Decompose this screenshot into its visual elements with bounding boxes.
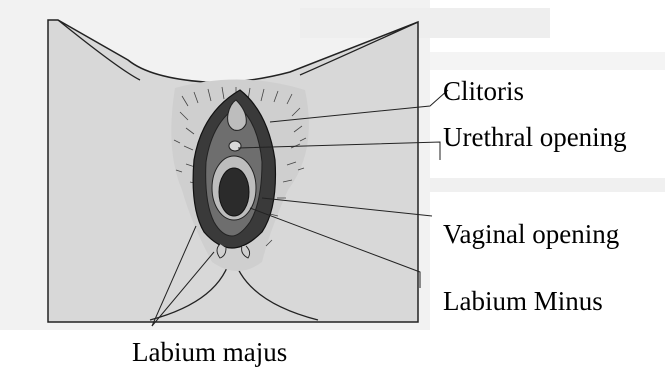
label-labium-minus: Labium Minus <box>443 288 603 315</box>
scan-artifact <box>430 178 665 192</box>
scan-artifact <box>430 52 665 70</box>
label-vaginal-opening: Vaginal opening <box>443 221 619 248</box>
vaginal-opening-shape <box>219 168 249 216</box>
label-labium-majus: Labium majus <box>132 339 287 366</box>
label-urethral-opening: Urethral opening <box>443 124 627 151</box>
label-clitoris: Clitoris <box>443 78 524 105</box>
scan-artifact <box>300 8 550 38</box>
urethral-opening-shape <box>229 141 241 151</box>
